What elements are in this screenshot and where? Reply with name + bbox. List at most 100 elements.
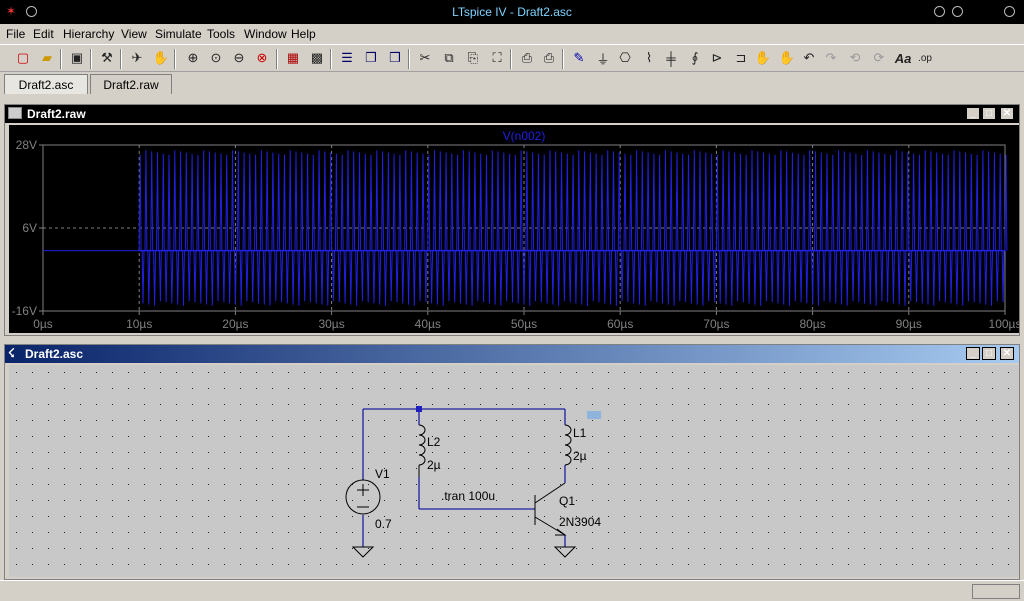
close-button[interactable]	[1004, 6, 1015, 17]
pan-icon[interactable]: ⊙	[210, 50, 222, 65]
junction-dot	[416, 406, 422, 412]
document-tabs: Draft2.asc Draft2.raw	[0, 72, 1024, 96]
print-icon[interactable]: ⎙	[543, 50, 555, 65]
waveform-maximize-button[interactable]: □	[982, 107, 996, 120]
schematic-icon: ☇	[8, 346, 15, 360]
tab-draft2-raw[interactable]: Draft2.raw	[90, 74, 172, 94]
inductor-l2-symbol	[418, 424, 426, 477]
cascade-icon[interactable]: ❐	[365, 50, 377, 65]
grid-icon[interactable]: ▩	[310, 50, 324, 65]
open-folder-icon[interactable]: ▰	[42, 50, 52, 65]
ground-icon[interactable]: ⏚	[596, 51, 610, 67]
schematic-window-title: Draft2.asc	[25, 347, 84, 361]
waveform-window-title: Draft2.raw	[27, 107, 86, 121]
save-icon[interactable]: ▣	[70, 50, 84, 65]
menu-window[interactable]: Window	[244, 27, 287, 41]
v1-name[interactable]: V1	[375, 467, 390, 481]
resistor-icon[interactable]: ⌇	[645, 50, 653, 65]
x-tick-label: 100µs	[989, 317, 1019, 331]
ground-symbol-2	[553, 546, 577, 558]
spice-directive[interactable]: .tran 100u	[441, 489, 495, 503]
menu-view[interactable]: View	[121, 27, 147, 41]
menu-help[interactable]: Help	[291, 27, 316, 41]
draw-wire-icon[interactable]: ✎	[573, 50, 585, 65]
cut-icon[interactable]: ✂	[419, 50, 431, 65]
run-icon[interactable]: ✈	[131, 50, 143, 65]
l1-name[interactable]: L1	[573, 426, 587, 440]
schematic-canvas[interactable]: L2 2µ L1 2µ V1 0.7 Q1 2N3904 .tran 100u	[9, 365, 1019, 577]
zoom-out-icon[interactable]: ⊖	[233, 50, 245, 65]
label-net-icon[interactable]: ⎔	[619, 50, 631, 65]
x-tick-label: 40µs	[415, 317, 441, 331]
paste-icon[interactable]: ⎘	[467, 50, 479, 65]
autorange-icon[interactable]: ▦	[286, 50, 300, 65]
menu-simulate[interactable]: Simulate	[155, 27, 202, 41]
window-menu-button[interactable]	[26, 6, 37, 17]
print-setup-icon[interactable]: ⎙	[521, 50, 533, 65]
mirror-icon[interactable]: ⟳	[873, 50, 885, 65]
waveform-window: Draft2.raw _ □ ✕ 0µs 10µs 20µs 30µs 40µs 50µs…	[4, 104, 1022, 336]
tile-vertical-icon[interactable]: ❒	[389, 50, 401, 65]
v1-value[interactable]: 0.7	[375, 517, 392, 531]
maximize-button[interactable]	[952, 6, 963, 17]
waveform-close-button[interactable]: ✕	[1000, 107, 1014, 120]
menu-file[interactable]: File	[6, 27, 26, 41]
window-title: LTspice IV - Draft2.asc	[452, 5, 572, 19]
schematic-grid	[9, 365, 1019, 577]
x-tick-label: 50µs	[511, 317, 537, 331]
x-tick-label: 60µs	[607, 317, 633, 331]
drag-icon[interactable]: ✋	[778, 50, 796, 65]
status-bar	[0, 580, 1024, 601]
transistor-q1-symbol	[534, 482, 567, 536]
control-panel-icon[interactable]: ⚒	[101, 50, 113, 65]
y-tick-label: 6V	[22, 221, 37, 235]
undo-icon[interactable]: ↶	[803, 50, 815, 65]
redo-icon[interactable]: ↷	[825, 50, 837, 65]
inductor-icon[interactable]: ∮	[691, 50, 699, 65]
l2-name[interactable]: L2	[427, 435, 441, 449]
zoom-fit-icon[interactable]: ⊗	[256, 50, 268, 65]
minimize-button[interactable]	[934, 6, 945, 17]
zoom-in-icon[interactable]: ⊕	[187, 50, 199, 65]
x-tick-label: 10µs	[126, 317, 152, 331]
spice-directive-icon[interactable]: .op	[918, 52, 932, 64]
menu-bar: File Edit Hierarchy View Simulate Tools …	[0, 24, 1024, 44]
ground-symbol-1	[351, 546, 375, 558]
menu-tools[interactable]: Tools	[207, 27, 236, 41]
capacitor-icon[interactable]: ╪	[666, 50, 676, 66]
menu-hierarchy[interactable]: Hierarchy	[63, 27, 115, 41]
x-tick-label: 0µs	[33, 317, 53, 331]
tab-draft2-asc[interactable]: Draft2.asc	[4, 74, 88, 94]
y-tick-label: 28V	[16, 138, 37, 152]
move-icon[interactable]: ✋	[754, 50, 772, 65]
diode-icon[interactable]: ⊳	[711, 50, 723, 65]
l1-value[interactable]: 2µ	[573, 449, 587, 463]
schematic-drawing[interactable]: L2 2µ L1 2µ V1 0.7 Q1 2N3904 .tran 100u	[9, 365, 1019, 577]
app-icon: ✶	[6, 4, 17, 18]
schematic-minimize-button[interactable]: _	[966, 347, 980, 360]
new-schematic-icon[interactable]: ▢	[16, 50, 30, 65]
schematic-window-titlebar: ☇ Draft2.asc _ □ ✕	[5, 345, 1019, 363]
rotate-icon[interactable]: ⟲	[849, 50, 861, 65]
x-tick-label: 80µs	[799, 317, 825, 331]
q1-value[interactable]: 2N3904	[559, 515, 601, 529]
x-tick-label: 30µs	[318, 317, 344, 331]
q1-name[interactable]: Q1	[559, 494, 575, 508]
schematic-close-button[interactable]: ✕	[1000, 347, 1014, 360]
menu-edit[interactable]: Edit	[33, 27, 54, 41]
waveform-minimize-button[interactable]: _	[966, 107, 980, 120]
text-icon[interactable]: Aa	[894, 50, 912, 66]
waveform-window-titlebar: Draft2.raw _ □ ✕	[5, 105, 1019, 123]
schematic-window: ☇ Draft2.asc _ □ ✕	[4, 344, 1020, 580]
halt-icon[interactable]: ✋	[152, 50, 170, 65]
l2-value[interactable]: 2µ	[427, 458, 441, 472]
x-tick-label: 20µs	[222, 317, 248, 331]
copy-icon[interactable]: ⧉	[444, 50, 454, 65]
inductor-l1-symbol	[564, 424, 572, 466]
schematic-maximize-button[interactable]: □	[982, 347, 996, 360]
tile-horizontal-icon[interactable]: ☰	[341, 50, 353, 65]
find-icon[interactable]: ⛶	[492, 50, 502, 65]
component-icon[interactable]: ⊐	[735, 50, 747, 65]
